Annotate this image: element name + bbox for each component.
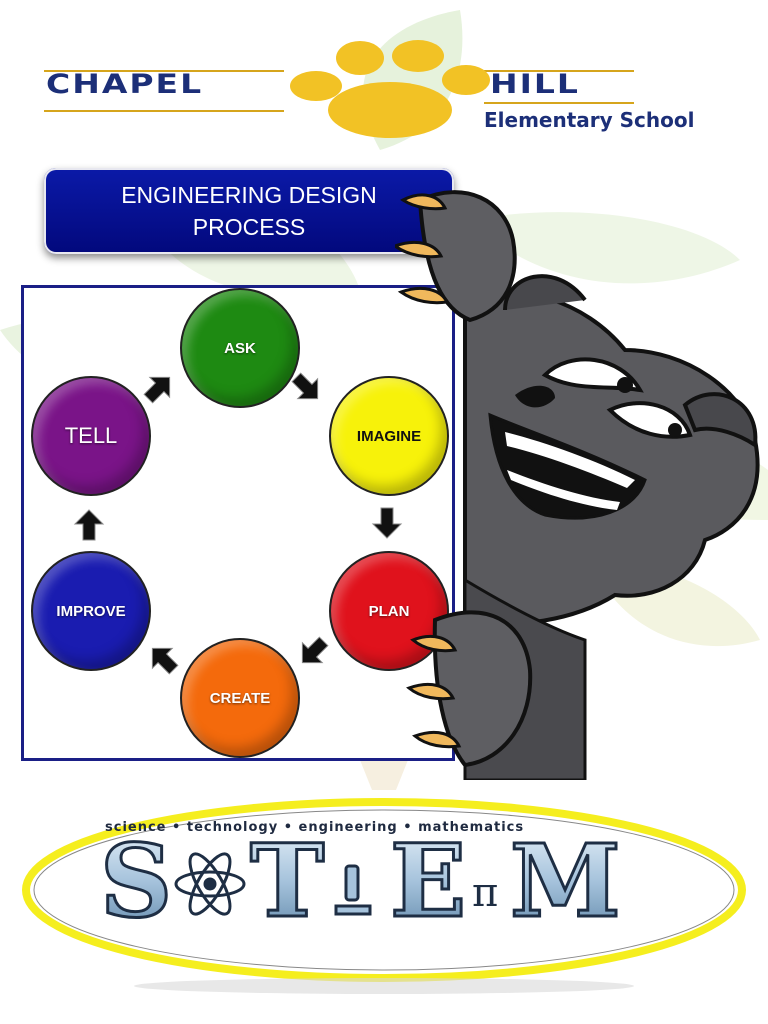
- stage-improve: IMPROVE: [31, 551, 151, 671]
- gold-rule: [44, 110, 284, 112]
- stage-imagine: IMAGINE: [329, 376, 449, 496]
- brand-word-left: CHAPEL: [46, 67, 204, 100]
- block-arrow-icon: [151, 647, 179, 675]
- brand-word-right: HILL: [490, 67, 580, 100]
- stage-label: PLAN: [368, 602, 410, 620]
- gold-rule: [484, 70, 634, 72]
- stage-tell: TELL: [31, 376, 151, 496]
- stage-create: CREATE: [180, 638, 300, 758]
- stem-letter-t: T: [250, 836, 324, 926]
- gold-rule: [484, 102, 634, 104]
- stage-label: CREATE: [209, 689, 271, 707]
- stage-label: IMPROVE: [56, 602, 126, 620]
- stem-letter-m: M: [510, 836, 621, 926]
- gold-rule: [44, 70, 284, 72]
- stem-letter-s: S: [100, 836, 172, 926]
- stage-ask: ASK: [180, 288, 300, 408]
- stem-letter-e: E: [390, 836, 466, 926]
- stem-tagline: science • technology • engineering • mat…: [105, 820, 525, 835]
- stage-label: ASK: [224, 339, 256, 357]
- block-arrow-icon: [291, 372, 319, 400]
- block-arrow-icon: [73, 509, 105, 541]
- microscope-icon: [334, 864, 372, 916]
- stage-label: IMAGINE: [356, 427, 422, 445]
- atom-icon: [174, 852, 246, 916]
- design-cycle-diagram: ASK IMAGINE PLAN CREATE IMPROVE TELL: [21, 285, 455, 761]
- panther-mascot-icon: [395, 190, 760, 780]
- block-arrow-icon: [143, 376, 171, 404]
- block-arrow-icon: [371, 507, 403, 539]
- school-logo: CHAPEL HILL Elementary School: [44, 40, 734, 144]
- stem-banner: [22, 798, 746, 994]
- stage-plan: PLAN: [329, 551, 449, 671]
- block-arrow-icon: [301, 636, 329, 664]
- paw-print-icon: [290, 40, 490, 138]
- diagram-title: ENGINEERING DESIGN PROCESS: [121, 182, 377, 240]
- stem-logo-letters: S T E π M: [100, 836, 622, 926]
- brand-subtitle: Elementary School: [484, 108, 695, 132]
- title-banner: ENGINEERING DESIGN PROCESS: [44, 168, 454, 254]
- stage-label: TELL: [64, 423, 118, 448]
- pi-icon: π: [472, 870, 498, 916]
